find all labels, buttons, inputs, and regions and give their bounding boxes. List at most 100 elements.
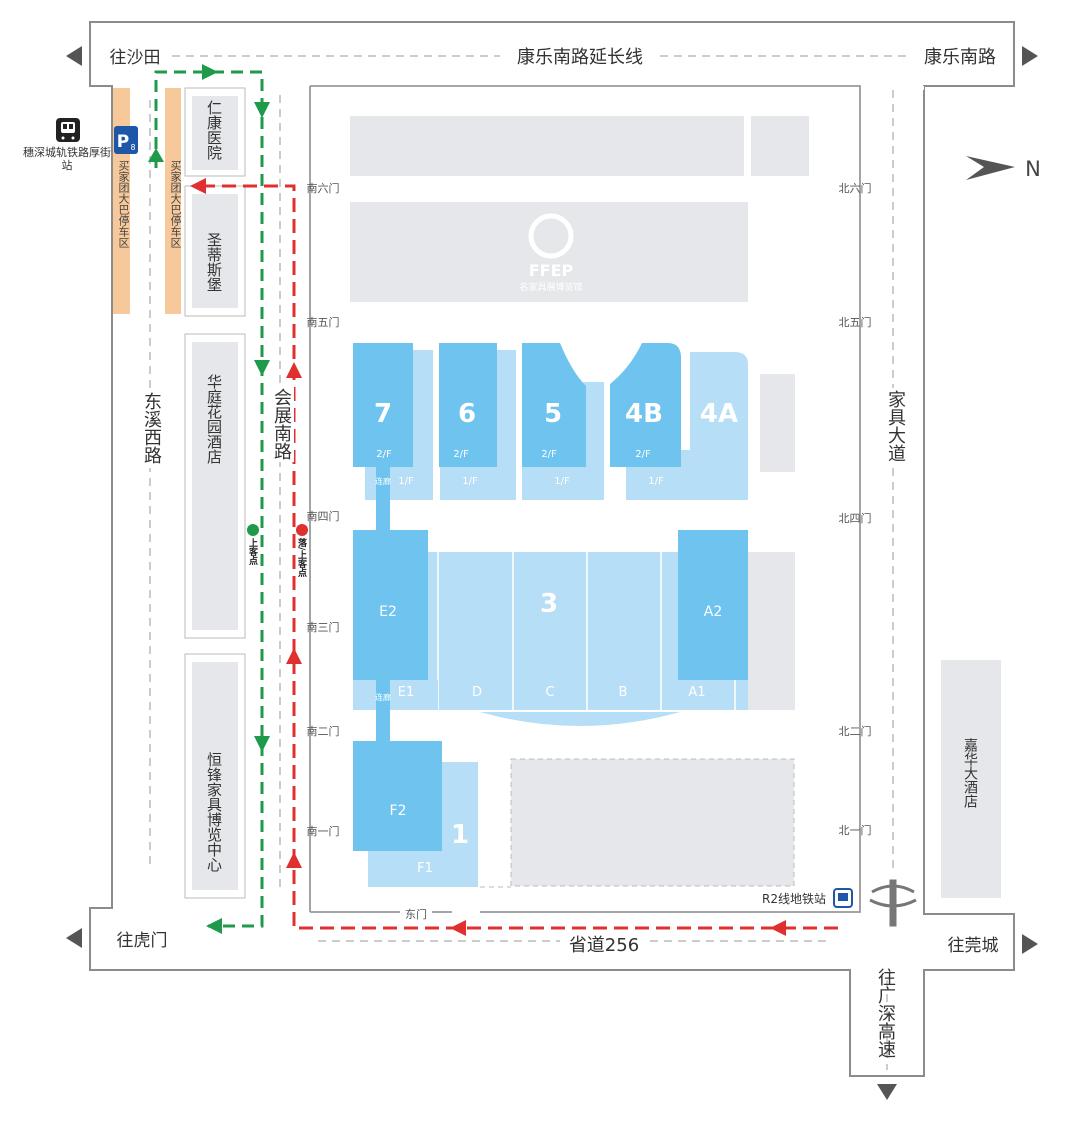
green-route [154, 70, 264, 928]
gate-south-2: 南二门 [307, 724, 340, 738]
floor-1f-label: 1/F [462, 476, 478, 487]
gate-south-3: 南三门 [307, 620, 340, 634]
svg-text:N: N [1025, 157, 1041, 181]
corridor-lower [376, 680, 390, 744]
hall-c-label: C [545, 685, 554, 700]
hall-6-label: 6 [458, 399, 476, 429]
corridor-label: 连廊 [375, 476, 391, 486]
svg-text:FFEP: FFEP [529, 261, 574, 280]
hall-a2-label: A2 [704, 604, 722, 620]
pickup-point-label: 上客点 [247, 538, 257, 565]
road-label-furniture-avenue: 家具大道 [882, 388, 908, 464]
road-label-huizhan-south: 会展南路 [268, 386, 294, 462]
dropoff-point-icon [296, 524, 308, 536]
hall-5 [522, 343, 586, 467]
hall-b-label: B [619, 685, 628, 700]
building-north-block [350, 116, 744, 176]
arrow-right-icon [1022, 934, 1038, 954]
road-label-kangle-ext: 康乐南路延长线 [517, 47, 643, 68]
gate-east: 东门 [405, 907, 427, 921]
red-route-arrows [190, 178, 786, 936]
road-label-highway: 往广深高速 [875, 968, 896, 1058]
road-label-kangle-south: 康乐南路 [924, 47, 996, 68]
floor-1f-label: 1/F [648, 476, 664, 487]
road-label-to-guancheng: 往莞城 [948, 936, 999, 956]
hall-f2-label: F2 [390, 803, 407, 819]
gate-south-1: 南一门 [307, 824, 340, 838]
red-route [200, 184, 838, 930]
building-renkang-label: 仁康医院 [205, 100, 223, 160]
hall-e1-label: E1 [398, 685, 415, 700]
floor-2f-label: 2/F [453, 449, 469, 460]
arrow-left-icon [66, 46, 82, 66]
hall-f1-label: F1 [417, 861, 433, 876]
gate-north-5: 北五门 [839, 315, 872, 329]
gate-north-2: 北二门 [839, 724, 872, 738]
building-small-north-2 [748, 552, 795, 710]
ffep-logo: FFEP 名家具展博览馆 [519, 213, 583, 293]
floor-1f-label: 1/F [554, 476, 570, 487]
building-shengdi-label: 圣蒂斯堡 [205, 232, 223, 292]
building-jiahua-hotel [941, 660, 1001, 898]
hall-7 [353, 343, 413, 467]
gate-north-1: 北一门 [839, 823, 872, 837]
compass-north-icon: N [966, 156, 1041, 181]
floor-1f-label: 1/F [398, 476, 414, 487]
gate-north-6: 北六门 [839, 181, 872, 195]
svg-text:8: 8 [130, 143, 135, 152]
gate-south-5: 南五门 [307, 315, 340, 329]
gate-south-4: 南四门 [307, 509, 340, 523]
hall-3-label: 3 [540, 589, 558, 619]
building-huating-label: 华庭花园酒店 [205, 374, 223, 464]
arrow-down-icon [877, 1084, 897, 1100]
parking-icon: P 8 [114, 126, 138, 154]
open-ground [510, 758, 795, 887]
green-route-arrows [148, 64, 270, 934]
hall-4a [690, 352, 748, 500]
floor-2f-label: 2/F [635, 449, 651, 460]
hall-7-label: 7 [374, 399, 392, 429]
road-label-to-humen: 往虎门 [117, 931, 168, 951]
hall-f2 [353, 741, 442, 851]
building-jiahua-label: 嘉华大酒店 [962, 738, 978, 808]
building-ffep-hall [350, 202, 748, 302]
road-label-to-shatian: 往沙田 [110, 48, 161, 68]
hall-d-label: D [472, 685, 482, 700]
hall-e2-label: E2 [379, 604, 397, 620]
building-north-block-small [751, 116, 809, 176]
gate-north-4: 北四门 [839, 511, 872, 525]
hall-5-label: 5 [544, 399, 562, 429]
svg-text:P: P [117, 132, 129, 152]
bus-zone-label: 买家团大巴停车区 [169, 160, 182, 248]
metro-icon [56, 118, 80, 142]
floor-2f-label: 2/F [376, 449, 392, 460]
bus-zone-label: 买家团大巴停车区 [117, 160, 130, 248]
corridor-upper [376, 467, 390, 531]
hall-4b-label: 4B [625, 399, 663, 429]
hall-e1 [353, 680, 438, 710]
hall-1-label: 1 [451, 820, 469, 850]
hall-a2 [678, 530, 748, 680]
metro-station-label: 穗深城轨铁路厚街站 [23, 146, 111, 172]
hall-6 [439, 343, 497, 467]
hall-4a-label: 4A [700, 399, 738, 429]
gate-south-6: 南六门 [307, 181, 340, 195]
hall-a1-label: A1 [688, 685, 705, 700]
r2-metro-icon [833, 888, 853, 908]
floor-2f-label: 2/F [541, 449, 557, 460]
arrow-left-icon [66, 928, 82, 948]
arrow-right-icon [1022, 46, 1038, 66]
dropoff-point-label: 落/上客点 [296, 538, 306, 578]
building-small-north [760, 374, 795, 472]
hall-4b [610, 343, 681, 467]
pickup-point-icon [247, 524, 259, 536]
hall-e2 [353, 530, 428, 680]
interchange-icon [869, 879, 917, 927]
svg-text:名家具展博览馆: 名家具展博览馆 [519, 281, 582, 293]
road-label-s256: 省道256 [569, 935, 639, 956]
r2-station-label: R2线地铁站 [762, 892, 826, 906]
corridor-label: 连廊 [375, 692, 391, 702]
bus-parking-zone [165, 88, 181, 314]
road-label-dongxi-west: 东溪西路 [138, 388, 164, 468]
